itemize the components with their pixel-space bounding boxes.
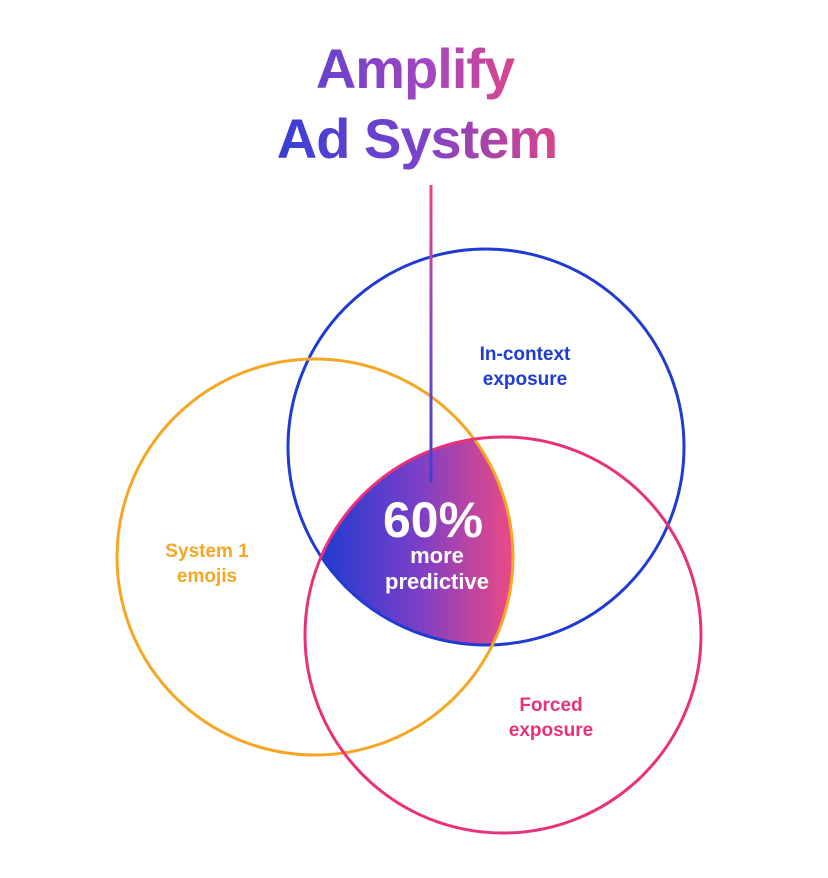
circle-forced-exposure (303, 435, 703, 835)
label-in-context-line-1: In-context (480, 344, 571, 365)
label-system1-line-2: emojis (177, 566, 237, 587)
title-line-2: Ad System (277, 107, 557, 170)
center-line-1: more (410, 543, 464, 568)
circle-in-context-exposure (286, 247, 686, 647)
label-forced-line-1: Forced (519, 695, 582, 716)
label-system1-line-1: System 1 (165, 541, 249, 562)
label-forced-line-2: exposure (509, 720, 593, 741)
title-line-1: Amplify (316, 37, 515, 100)
label-in-context-line-2: exposure (483, 369, 567, 390)
center-value: 60% (383, 492, 483, 548)
circle-system-1-emojis (115, 357, 515, 757)
center-line-2: predictive (385, 569, 489, 594)
